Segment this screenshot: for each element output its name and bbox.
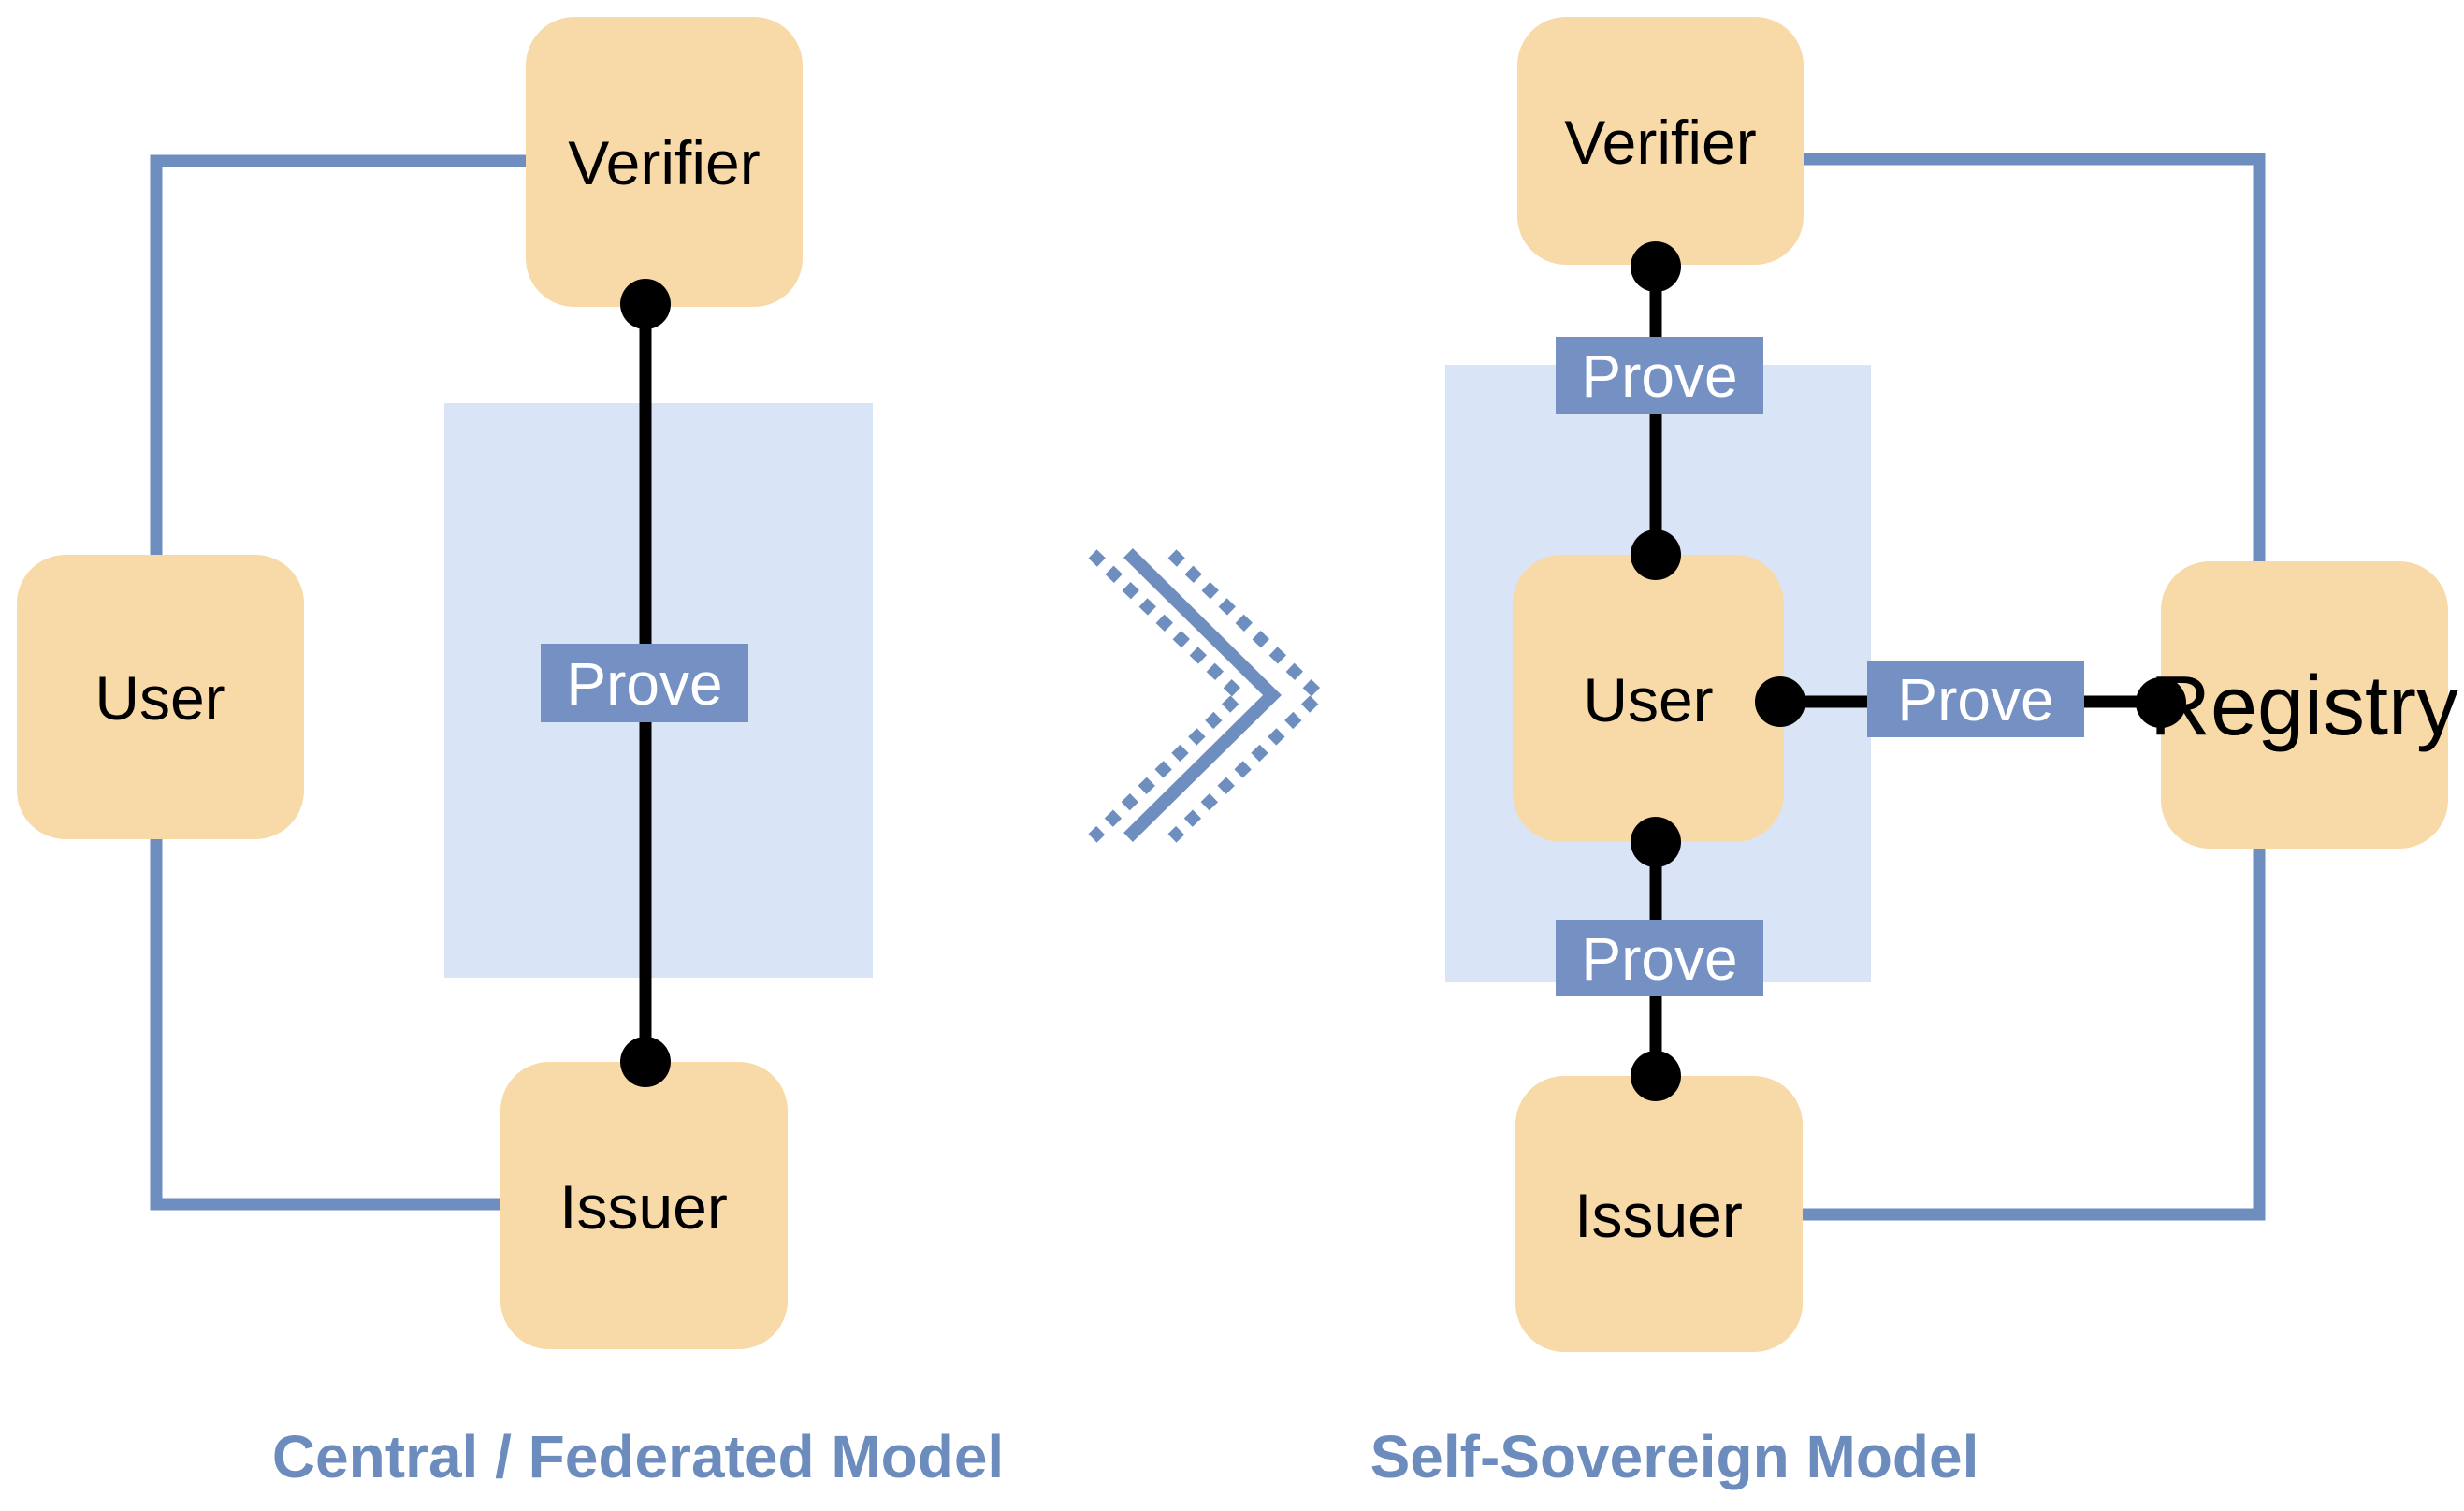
self-sovereign-model-group: Verifier User Issuer Registry Prove Prov…: [1370, 17, 2458, 1490]
verifier-label-left: Verifier: [568, 128, 760, 197]
caption-self-sovereign: Self-Sovereign Model: [1370, 1423, 1979, 1490]
prove-badge-label-right-bottom: Prove: [1581, 925, 1737, 993]
registry-label: Registry: [2150, 660, 2458, 753]
verifier-node-left: [526, 17, 803, 307]
central-federated-model-group: Verifier User Issuer Prove Central / Fed…: [17, 17, 1004, 1490]
prove-badge-right-top: [1556, 337, 1763, 414]
prove-badge-label-right-top: Prove: [1581, 342, 1737, 410]
connector-dot: [620, 279, 671, 329]
connector-dot: [1631, 1051, 1681, 1101]
verifier-node-right: [1517, 17, 1804, 265]
issuer-node-left: [500, 1062, 788, 1349]
connector-dot: [1755, 676, 1805, 727]
connector-dot: [1631, 530, 1681, 580]
connector-dot: [1631, 241, 1681, 292]
issuer-label-right: Issuer: [1574, 1181, 1743, 1250]
chevron-dotted-right: [1167, 549, 1328, 843]
prove-badge-label-left: Prove: [566, 650, 722, 718]
issuer-label-left: Issuer: [559, 1172, 728, 1242]
caption-central-federated: Central / Federated Model: [272, 1423, 1004, 1490]
prove-badge-right-middle: [1867, 661, 2084, 737]
issuer-node-right: [1515, 1076, 1803, 1352]
user-node-left: [17, 555, 304, 839]
user-label-left: User: [94, 663, 225, 733]
chevron-solid: [1123, 548, 1282, 842]
verifier-label-right: Verifier: [1564, 108, 1756, 177]
prove-badge-left: [541, 644, 748, 722]
connector-dot: [620, 1037, 671, 1087]
registry-node: [2161, 561, 2448, 849]
connector-dot: [2136, 677, 2186, 728]
prove-badge-label-right-middle: Prove: [1897, 666, 2053, 734]
user-label-right: User: [1583, 665, 1713, 734]
connector-dot: [1631, 817, 1681, 867]
double-chevron-right-icon: [1088, 548, 1328, 843]
prove-badge-right-bottom: [1556, 920, 1763, 996]
user-node-right: [1513, 555, 1784, 842]
